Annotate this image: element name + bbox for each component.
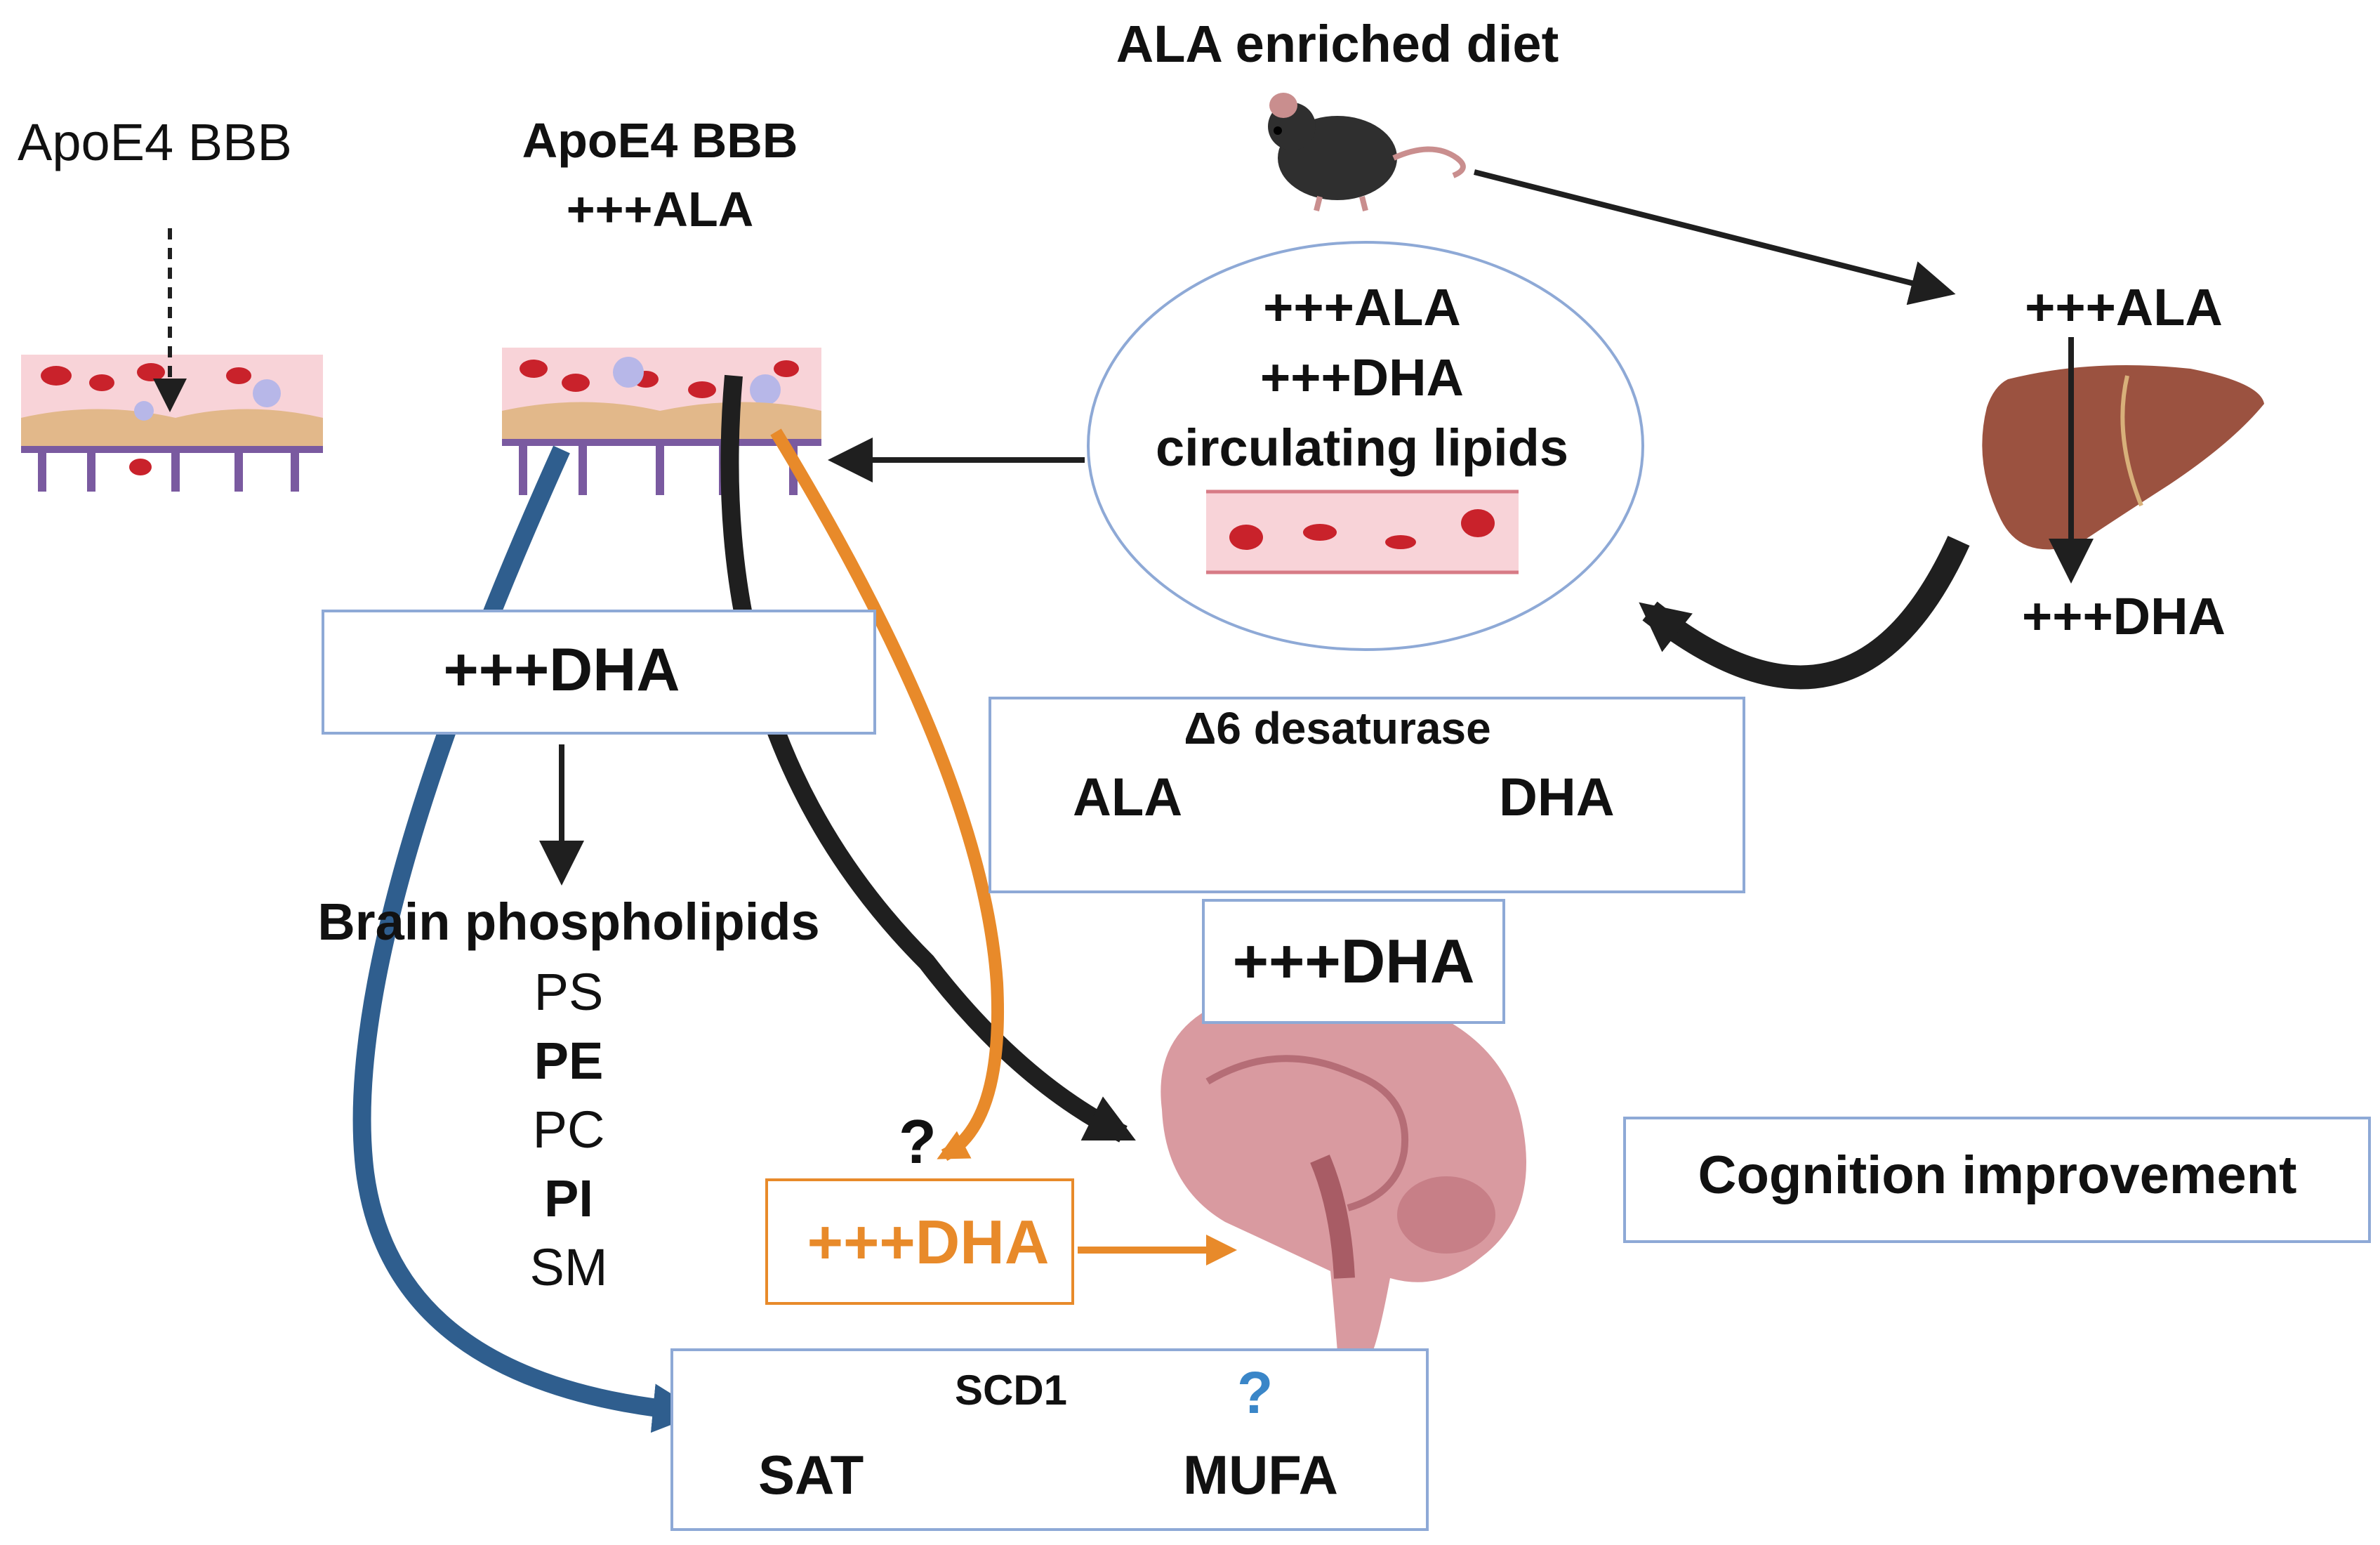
mufa-label: MUFA	[1183, 1444, 1338, 1506]
dha-box-orange	[765, 1178, 1074, 1305]
black-arrow-bbb-to-brain	[720, 374, 1136, 1143]
sat-label: SAT	[758, 1444, 864, 1506]
circulating-lipids-label: circulating lipids	[1156, 419, 1568, 477]
question-mark-blue: ?	[1237, 1360, 1274, 1426]
dha-box-left	[322, 610, 876, 735]
liver-dha-label: +++DHA	[2022, 587, 2226, 645]
apoe4-bbb-left-label: ApoE4 BBB	[18, 113, 292, 171]
brain-icon	[1161, 978, 1526, 1352]
dha-box-mid	[1202, 899, 1505, 1024]
blood-vessel-icon	[1206, 489, 1519, 574]
cognition-label: Cognition improvement	[1698, 1145, 2297, 1205]
bbb-left-icon	[21, 355, 323, 492]
bbb-mid-icon	[502, 348, 821, 495]
liver-icon	[1982, 365, 2264, 550]
circulating-dha-label: +++DHA	[1260, 348, 1464, 407]
diet-label: ALA enriched diet	[1116, 15, 1559, 73]
phospholipid-sm: SM	[529, 1238, 608, 1296]
liver-ala-label: +++ALA	[2025, 278, 2223, 336]
dha-box-orange-label: +++DHA	[807, 1207, 1050, 1277]
arrow-mouse-to-liver	[1474, 169, 1956, 305]
arrow-liver-to-circulation	[1639, 535, 1970, 690]
cognition-box	[1623, 1117, 2371, 1243]
delta6-desaturase-title: Δ6 desaturase	[1184, 703, 1491, 754]
scd1-box	[670, 1348, 1429, 1531]
phospholipid-pe: PE	[534, 1032, 604, 1090]
delta6-ala-label: ALA	[1073, 768, 1183, 827]
phospholipid-pi: PI	[544, 1169, 593, 1228]
apoe4-bbb-mid-ala-label: +++ALA	[566, 182, 754, 237]
mouse-icon	[1268, 93, 1466, 211]
delta6-dha-label: DHA	[1499, 768, 1615, 827]
dha-box-left-label: +++DHA	[443, 636, 680, 704]
phospholipid-pc: PC	[532, 1100, 605, 1159]
question-mark-black: ?	[899, 1107, 937, 1176]
scd1-label: SCD1	[954, 1367, 1068, 1414]
brain-phospholipids-title: Brain phospholipids	[317, 893, 820, 951]
circulating-ala-label: +++ALA	[1263, 278, 1461, 336]
delta6-desaturase-box	[989, 697, 1745, 893]
apoe4-bbb-mid-label: ApoE4 BBB	[522, 113, 798, 168]
phospholipid-ps: PS	[534, 963, 604, 1021]
dha-box-mid-label: +++DHA	[1232, 926, 1475, 996]
orange-arrow-bbb-to-dha	[770, 428, 1005, 1161]
